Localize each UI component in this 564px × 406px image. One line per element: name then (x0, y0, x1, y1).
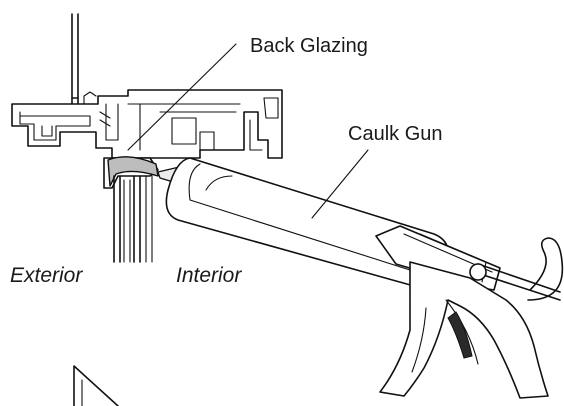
caulk-gun-label: Caulk Gun (348, 123, 443, 145)
back-glazing-leader (127, 43, 237, 151)
partial-frame-corner (73, 365, 119, 406)
caulk-gun-leader (311, 149, 369, 219)
exterior-label: Exterior (10, 264, 83, 287)
caulk-gun-pivot (469, 263, 487, 281)
sealant-bead (107, 156, 159, 187)
caulk-gun (157, 157, 564, 399)
caulk-gun-cradle (375, 225, 501, 291)
glass-unit (113, 175, 153, 263)
frame-extrusion (11, 89, 283, 159)
interior-label: Interior (176, 264, 242, 287)
caulk-gun-handle (379, 261, 549, 399)
back-glazing-label: Back Glazing (250, 35, 368, 57)
